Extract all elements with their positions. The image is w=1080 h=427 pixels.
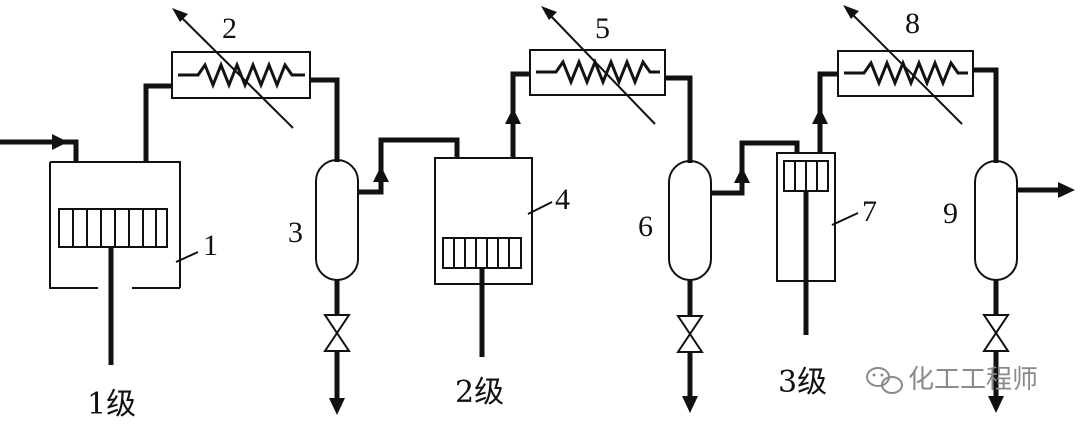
stage-label-2: 2级 [455,375,504,410]
compressor-cylinder-7 [776,152,859,335]
label-2: 2 [222,12,237,45]
pipe-1-to-cooler-2 [143,83,172,162]
compressor-cylinder-1 [49,161,199,365]
compressor-cylinder-4 [434,157,553,357]
wechat-icon [866,367,903,394]
pipe-separator-3-to-cylinder-4 [358,137,460,195]
label-1: 1 [203,229,218,262]
label-9: 9 [943,197,958,230]
stage-label-1: 1级 [87,387,136,422]
inlet-pipe [0,134,79,162]
stage-label-3: 3级 [778,365,827,400]
separator-6 [668,160,712,413]
label-5: 5 [595,12,610,45]
label-4: 4 [555,183,570,216]
watermark-text: 化工工程师 [908,365,1038,395]
separator-3 [315,159,359,415]
pipe-separator-6-to-cylinder-7 [711,140,800,196]
pipe-4-to-cooler-5 [505,71,530,158]
label-7: 7 [862,195,877,228]
separator-9 [974,160,1018,413]
cooler-2 [171,8,311,129]
cooler-8 [837,5,974,125]
label-6: 6 [638,210,653,243]
pipe-7-to-cooler-8 [812,71,838,153]
pipe-cooler-2-to-separator-3 [310,77,340,162]
outlet-pipe [1017,182,1075,198]
label-3: 3 [288,216,303,249]
label-8: 8 [905,7,920,40]
watermark: 化工工程师 [866,365,1038,395]
cooler-5 [529,6,666,125]
pipe-cooler-5-to-separator-6 [665,75,693,163]
pipe-cooler-8-to-separator-9 [973,67,999,163]
